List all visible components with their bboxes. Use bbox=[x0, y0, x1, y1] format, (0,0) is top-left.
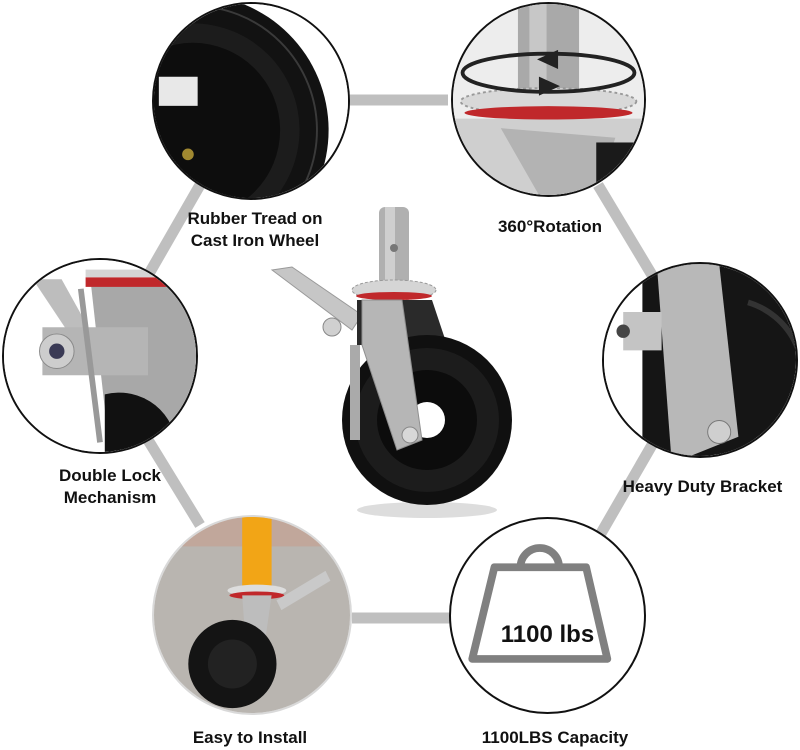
caster-wheel-icon bbox=[270, 207, 512, 518]
label-rubber-tread: Rubber Tread on Cast Iron Wheel bbox=[187, 209, 323, 250]
rotation-closeup bbox=[451, 2, 646, 197]
double-lock-closeup bbox=[2, 258, 198, 454]
weight-icon bbox=[468, 544, 612, 663]
weight-value: 1100 lbs bbox=[500, 621, 595, 648]
rubber-tread-closeup bbox=[152, 2, 350, 200]
swivel-rotation-arrows-icon bbox=[453, 4, 644, 195]
label-heavy-bracket: Heavy Duty Bracket bbox=[622, 477, 783, 496]
brake-lock-icon bbox=[4, 260, 196, 452]
label-double-lock: Double Lock Mechanism bbox=[58, 466, 161, 507]
label-rotation: 360°Rotation bbox=[497, 217, 603, 236]
heavy-bracket-closeup bbox=[602, 262, 798, 458]
installed-caster-icon bbox=[154, 517, 350, 713]
capacity-circle: 1100 lbs bbox=[449, 517, 646, 714]
bracket-icon bbox=[604, 264, 796, 456]
caster-wheel-product bbox=[262, 195, 522, 525]
easy-install-photo bbox=[152, 515, 352, 715]
wheel-tread-icon bbox=[154, 4, 348, 198]
label-capacity: 1100LBS Capacity bbox=[481, 728, 629, 747]
label-easy-install: Easy to Install bbox=[192, 728, 308, 747]
